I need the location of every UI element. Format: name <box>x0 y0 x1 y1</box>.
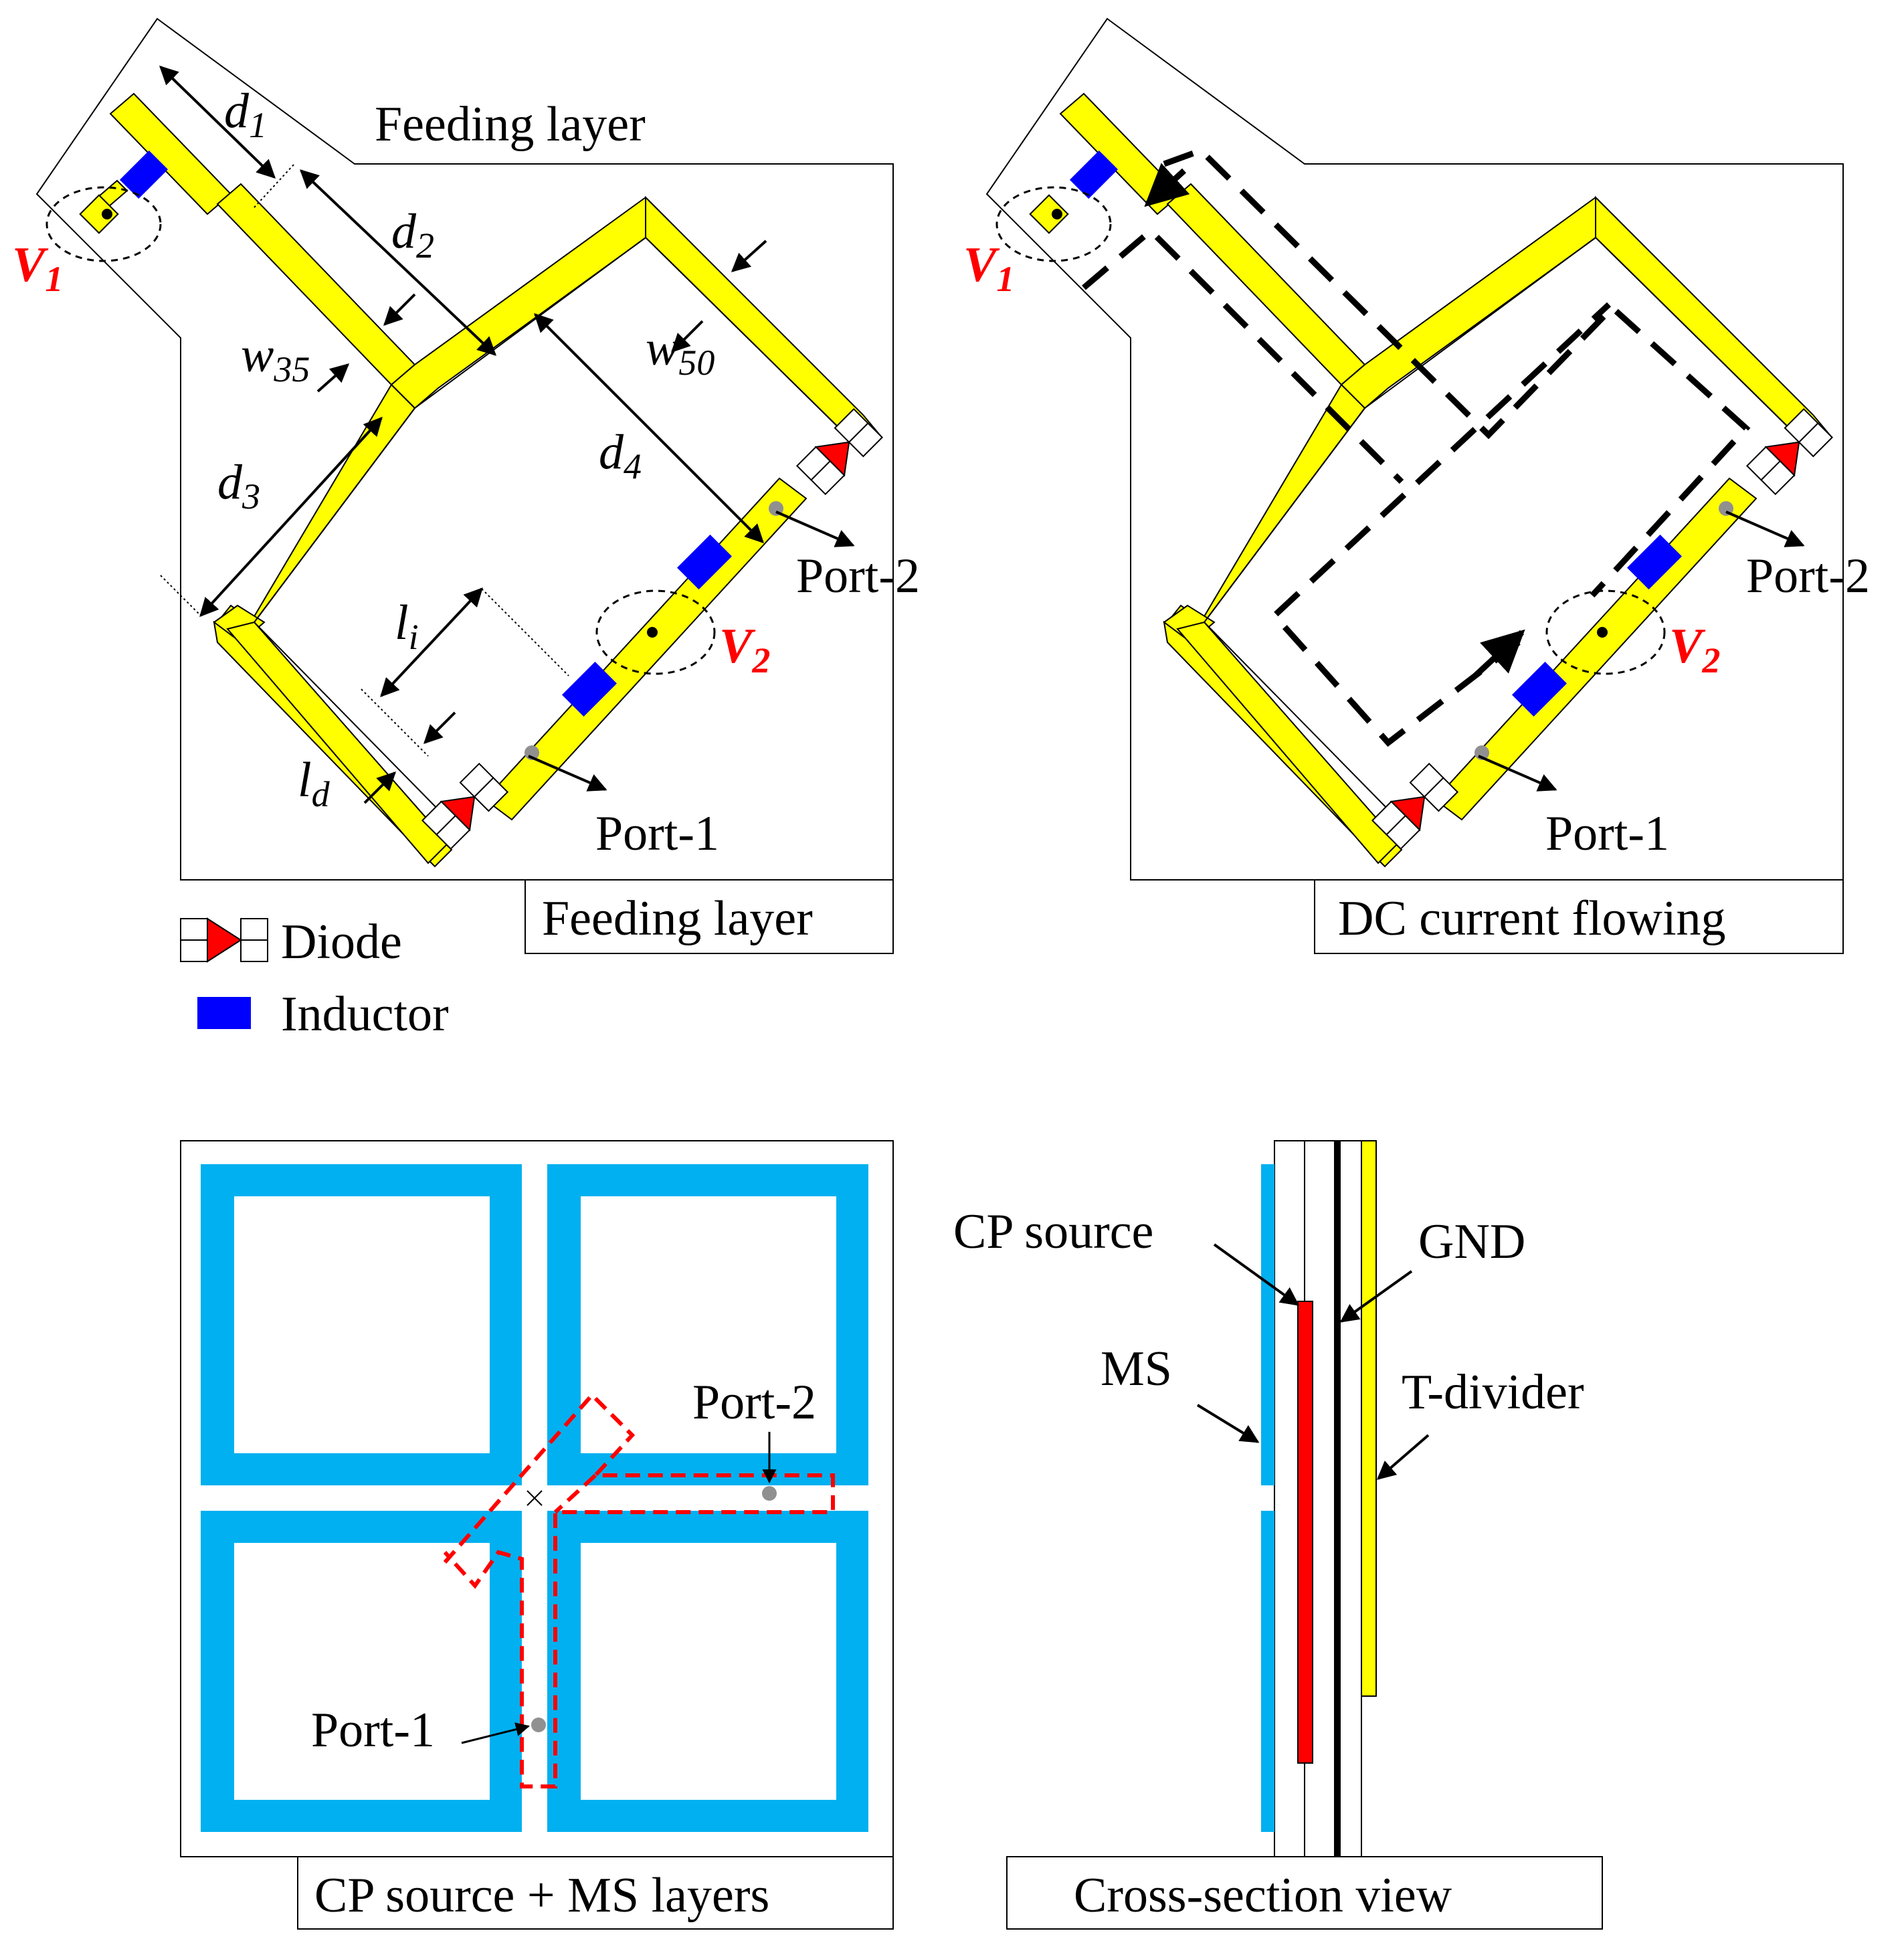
v1-node-dot <box>102 209 112 219</box>
ms-patch-top-left <box>201 1164 522 1485</box>
dc-trace-inner-edge-2 <box>1203 407 1392 814</box>
cp-caption: CP source + MS layers <box>314 1868 769 1923</box>
dimension-guides <box>160 163 569 757</box>
label-d4: d4 <box>599 425 642 486</box>
cp-port2-label: Port-2 <box>692 1375 816 1430</box>
ms-patch-grid <box>201 1164 868 1832</box>
dc-v1-node-ellipse <box>995 186 1112 262</box>
dc-port1-label: Port-1 <box>1545 806 1669 861</box>
cp-source-outline <box>443 1392 835 1788</box>
legend-diode-symbol <box>180 917 268 963</box>
ms-patch-bottom-left <box>201 1511 522 1832</box>
label-w35: w35 <box>241 328 310 389</box>
inductor-v1 <box>119 150 169 199</box>
feeding-layer-caption: Feeding layer <box>542 891 813 946</box>
dc-port2-label: Port-2 <box>1746 549 1870 604</box>
label-w50: w50 <box>646 321 715 383</box>
diode-port2 <box>795 407 884 496</box>
ms-substrate-outline <box>180 1140 894 1857</box>
center-cross <box>527 1490 543 1506</box>
v2-node-dot <box>647 627 658 638</box>
dc-caption-box <box>1314 879 1844 954</box>
cp-source-layer <box>1297 1301 1313 1764</box>
t-divider-layer <box>1361 1140 1377 1697</box>
cp-caption-box <box>297 1856 894 1930</box>
dc-inductor-upper <box>1626 534 1683 590</box>
ms-layer-bottom <box>1261 1511 1274 1832</box>
v1-node-ellipse <box>45 186 162 262</box>
dc-diode-feed-strip <box>1434 477 1757 821</box>
legend-inductor-label: Inductor <box>281 987 449 1042</box>
cross-section-caption: Cross-section view <box>1074 1868 1452 1923</box>
dc-label-v1: V1 <box>963 238 1014 299</box>
cp-source-label: CP source <box>953 1204 1153 1259</box>
dc-v2-node-dot <box>1597 627 1608 638</box>
dc-current-arrows <box>1144 163 1525 678</box>
feeding-layer-title: Feeding layer <box>375 97 646 152</box>
ms-layer-top <box>1261 1164 1274 1485</box>
label-li: li <box>395 595 419 657</box>
diode-feed-strip <box>484 477 807 821</box>
dc-label-v2: V2 <box>1669 619 1720 680</box>
dc-port1-dot <box>1474 745 1489 760</box>
panel-cross-section: CP source GND MS T-divider Cross-section… <box>953 1140 1603 1930</box>
ms-patch-bottom-right <box>547 1511 868 1832</box>
dc-current-path <box>1082 147 1751 747</box>
cross-section-arrows <box>1196 1243 1430 1480</box>
inductor-upper <box>676 534 733 590</box>
panel-dc-current: V1 V2 Port-2 Port-1 DC current flowing <box>963 17 1870 954</box>
legend-diode-label: Diode <box>281 915 402 970</box>
diode-port1 <box>421 762 509 850</box>
dc-inductor-v1 <box>1069 150 1119 199</box>
dc-inductor-lower <box>1511 661 1567 717</box>
port1-dot <box>525 745 539 760</box>
ms-patch-top-right <box>547 1164 868 1485</box>
port2-label: Port-2 <box>796 549 920 604</box>
dc-v2-node-ellipse <box>1545 589 1666 675</box>
dc-port-arrows <box>1478 511 1805 792</box>
cross-section-caption-box <box>1006 1856 1603 1930</box>
cp-port1-label: Port-1 <box>311 1703 435 1758</box>
label-d1: d1 <box>224 84 267 145</box>
dimension-arrows <box>159 66 855 804</box>
dc-feed-line <box>1029 92 1831 868</box>
dc-diode-port2 <box>1745 407 1834 496</box>
port1-label: Port-1 <box>595 806 719 861</box>
cp-port1-dot <box>531 1718 546 1732</box>
label-d3: d3 <box>217 455 260 517</box>
legend-inductor-swatch <box>197 997 251 1029</box>
legend: Diode Inductor <box>180 915 449 1042</box>
v2-node-ellipse <box>595 589 716 675</box>
dc-diode-port1 <box>1371 762 1459 850</box>
panel-feeding-layer: d1 d2 d3 d4 w35 w50 li ld V1 V2 Feeding … <box>12 17 920 954</box>
dc-caption: DC current flowing <box>1338 891 1726 946</box>
t-divider-label: T-divider <box>1402 1365 1584 1420</box>
label-v2: V2 <box>719 619 770 680</box>
label-ld: ld <box>298 753 330 814</box>
ms-label: MS <box>1101 1342 1172 1396</box>
cp-port2-dot <box>762 1486 777 1501</box>
dc-trace-inner-edge <box>1364 236 1804 442</box>
label-v1: V1 <box>12 238 63 299</box>
feeding-layer-caption-box <box>525 879 894 954</box>
panel-cp-ms-layers: Port-2 Port-1 CP source + MS layers <box>180 1140 894 1930</box>
label-d2: d2 <box>391 204 434 266</box>
gnd-label: GND <box>1418 1214 1525 1269</box>
cp-port-arrows <box>461 1432 777 1744</box>
gnd-layer <box>1335 1141 1341 1857</box>
inductor-lower <box>561 661 617 717</box>
dc-v1-node-dot <box>1052 209 1062 219</box>
